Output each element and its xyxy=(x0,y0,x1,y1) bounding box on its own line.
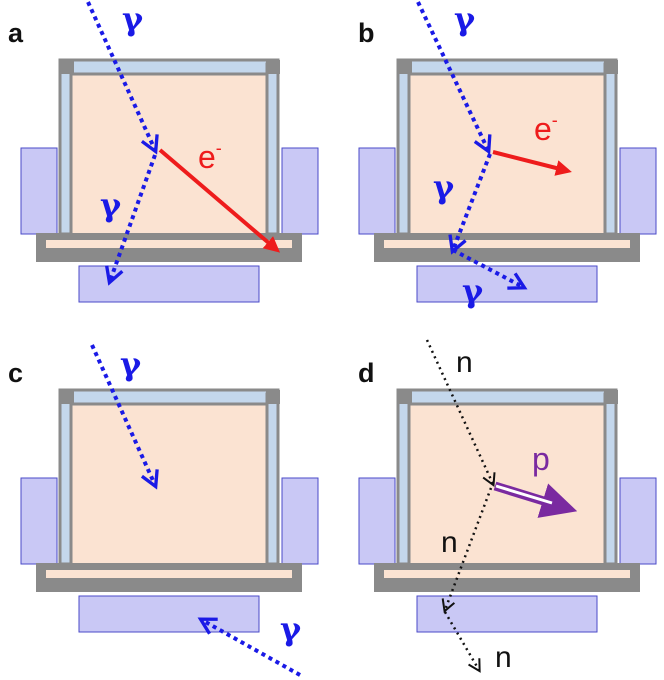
frame-corner xyxy=(604,390,618,404)
incoming-neutron-label: n xyxy=(456,346,473,379)
top-window xyxy=(58,58,280,76)
detector-cell xyxy=(20,58,319,303)
target-volume xyxy=(70,400,270,570)
incoming-gamma-path xyxy=(90,344,155,485)
base-window xyxy=(46,240,292,248)
frame-corner xyxy=(266,390,280,404)
panel-d: d n p n n xyxy=(358,339,657,674)
left-detector-bar xyxy=(358,147,396,235)
left-window xyxy=(58,392,73,566)
scattered-gamma-label: γ xyxy=(433,168,455,206)
left-detector-bar xyxy=(358,477,396,565)
external-gamma-label: γ xyxy=(280,610,302,648)
frame-corner xyxy=(604,60,618,74)
frame-corner xyxy=(266,60,280,74)
target-volume xyxy=(70,70,270,240)
base-window xyxy=(384,240,630,248)
panel-b: b γ e- γ γ xyxy=(358,0,657,310)
bottom-detector-bar xyxy=(416,595,598,633)
scattered-gamma-path xyxy=(453,153,492,250)
detector-cell xyxy=(20,388,319,633)
base-window xyxy=(384,570,630,578)
electron-path xyxy=(158,148,281,253)
incoming-neutron-path xyxy=(425,339,496,488)
scattered-neutron-path xyxy=(441,487,493,614)
right-window xyxy=(265,62,280,236)
panel-a-label: a xyxy=(8,18,24,48)
frame-corner xyxy=(398,60,412,74)
scattered-neutron-label: n xyxy=(441,526,458,559)
panel-d-label: d xyxy=(358,358,375,388)
incoming-gamma-label: γ xyxy=(454,0,476,38)
frame-corner xyxy=(398,390,412,404)
right-detector-bar xyxy=(619,477,657,565)
left-window xyxy=(396,62,411,236)
top-window xyxy=(396,58,618,76)
right-window xyxy=(603,392,618,566)
base-window xyxy=(46,570,292,578)
left-detector-bar xyxy=(20,477,58,565)
scattered-gamma-label: γ xyxy=(100,186,122,224)
right-detector-bar xyxy=(281,477,319,565)
external-gamma-path xyxy=(202,620,301,677)
detector-cell xyxy=(358,388,657,633)
target-volume xyxy=(408,400,608,570)
right-window xyxy=(265,392,280,566)
secondary-gamma-label: γ xyxy=(462,272,484,310)
incoming-gamma-path xyxy=(86,1,155,150)
panel-b-label: b xyxy=(358,18,375,48)
left-window xyxy=(58,62,73,236)
detector-cell xyxy=(358,58,657,303)
electron-path xyxy=(492,150,572,176)
secondary-gamma-path xyxy=(452,248,523,287)
proton-path xyxy=(493,481,578,518)
frame-corner xyxy=(60,60,74,74)
electron-label: e- xyxy=(534,110,558,147)
left-window xyxy=(396,392,411,566)
electron-label: e- xyxy=(198,138,222,175)
bottom-detector-bar xyxy=(416,265,598,303)
right-window xyxy=(603,62,618,236)
bottom-detector-bar xyxy=(78,595,260,633)
frame-corner xyxy=(60,390,74,404)
panel-c: c γ γ xyxy=(8,344,319,677)
incoming-gamma-label: γ xyxy=(122,0,144,38)
exiting-neutron-label: n xyxy=(495,641,512,674)
panel-c-label: c xyxy=(8,358,23,388)
panel-a: a γ e- γ xyxy=(8,0,319,303)
incoming-gamma-path xyxy=(416,1,488,150)
right-detector-bar xyxy=(281,147,319,235)
top-window xyxy=(396,388,618,406)
top-window xyxy=(58,388,280,406)
proton-label: p xyxy=(532,441,550,477)
right-detector-bar xyxy=(619,147,657,235)
bottom-detector-bar xyxy=(78,265,260,303)
left-detector-bar xyxy=(20,147,58,235)
incoming-gamma-label: γ xyxy=(120,345,142,383)
scattered-gamma-path xyxy=(110,154,157,281)
